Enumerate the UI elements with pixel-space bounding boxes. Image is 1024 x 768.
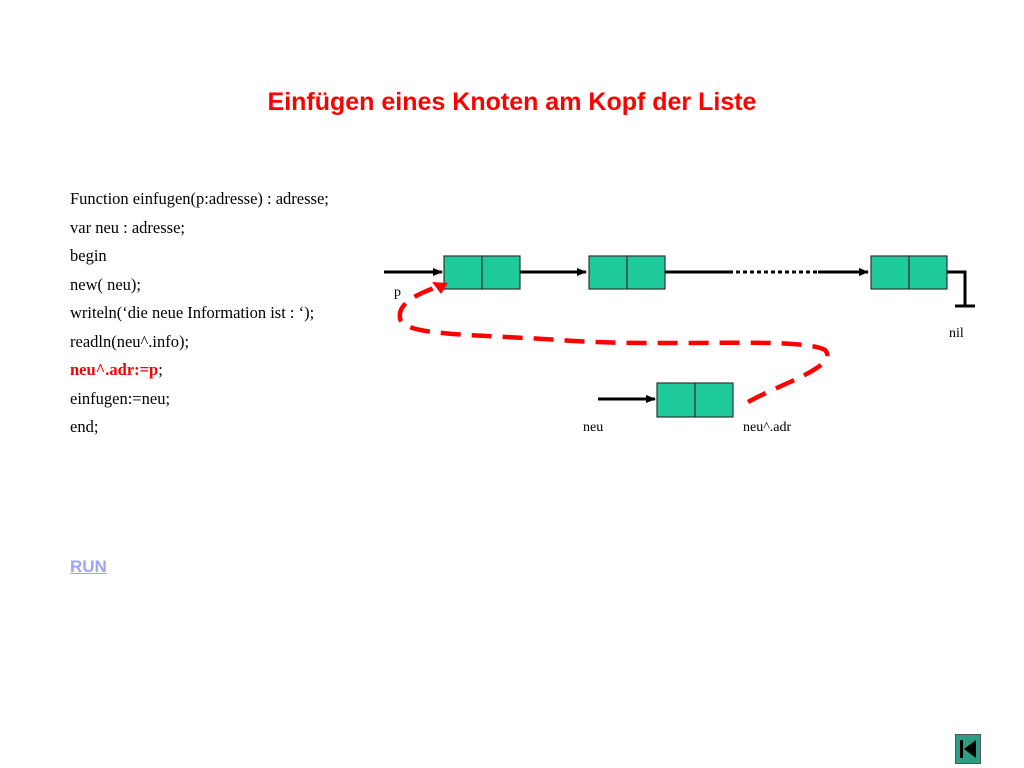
skip-to-start-icon — [960, 740, 976, 758]
code-line: einfugen:=neu; — [70, 388, 171, 408]
new-link-arrowhead — [432, 282, 448, 294]
code-line: readln(neu^.info); — [70, 331, 190, 351]
slide-title: Einfügen eines Knoten am Kopf der Liste — [267, 88, 757, 116]
code-line-highlighted: neu^.adr:=p; — [70, 356, 329, 385]
list-node-2 — [588, 255, 666, 290]
list-node-1 — [443, 255, 521, 290]
code-line: begin — [70, 246, 107, 265]
code-line: end; — [70, 417, 99, 436]
code-line: var neu : adresse; — [70, 217, 185, 237]
code-line: Function einfugen(p:adresse) : adresse; — [70, 189, 329, 208]
highlighted-statement: neu^.adr:=p — [70, 360, 159, 379]
list-node-last — [870, 255, 948, 290]
code-line: writeln(‘die neue Information ist : ‘); — [70, 303, 315, 322]
new-link-dashed-arrow — [397, 283, 830, 404]
new-list-node — [656, 382, 734, 418]
nav-first-slide-button[interactable] — [955, 734, 981, 764]
label-nil: nil — [949, 326, 964, 341]
nil-connector — [947, 270, 967, 306]
statement-terminator: ; — [158, 360, 163, 379]
label-p: p — [394, 285, 401, 300]
code-line: new( neu); — [70, 274, 142, 294]
label-neu: neu — [583, 420, 603, 435]
run-link[interactable]: RUN — [70, 557, 107, 576]
code-block: Function einfugen(p:adresse) : adresse; … — [70, 185, 329, 442]
label-neu-adr: neu^.adr — [743, 420, 791, 435]
